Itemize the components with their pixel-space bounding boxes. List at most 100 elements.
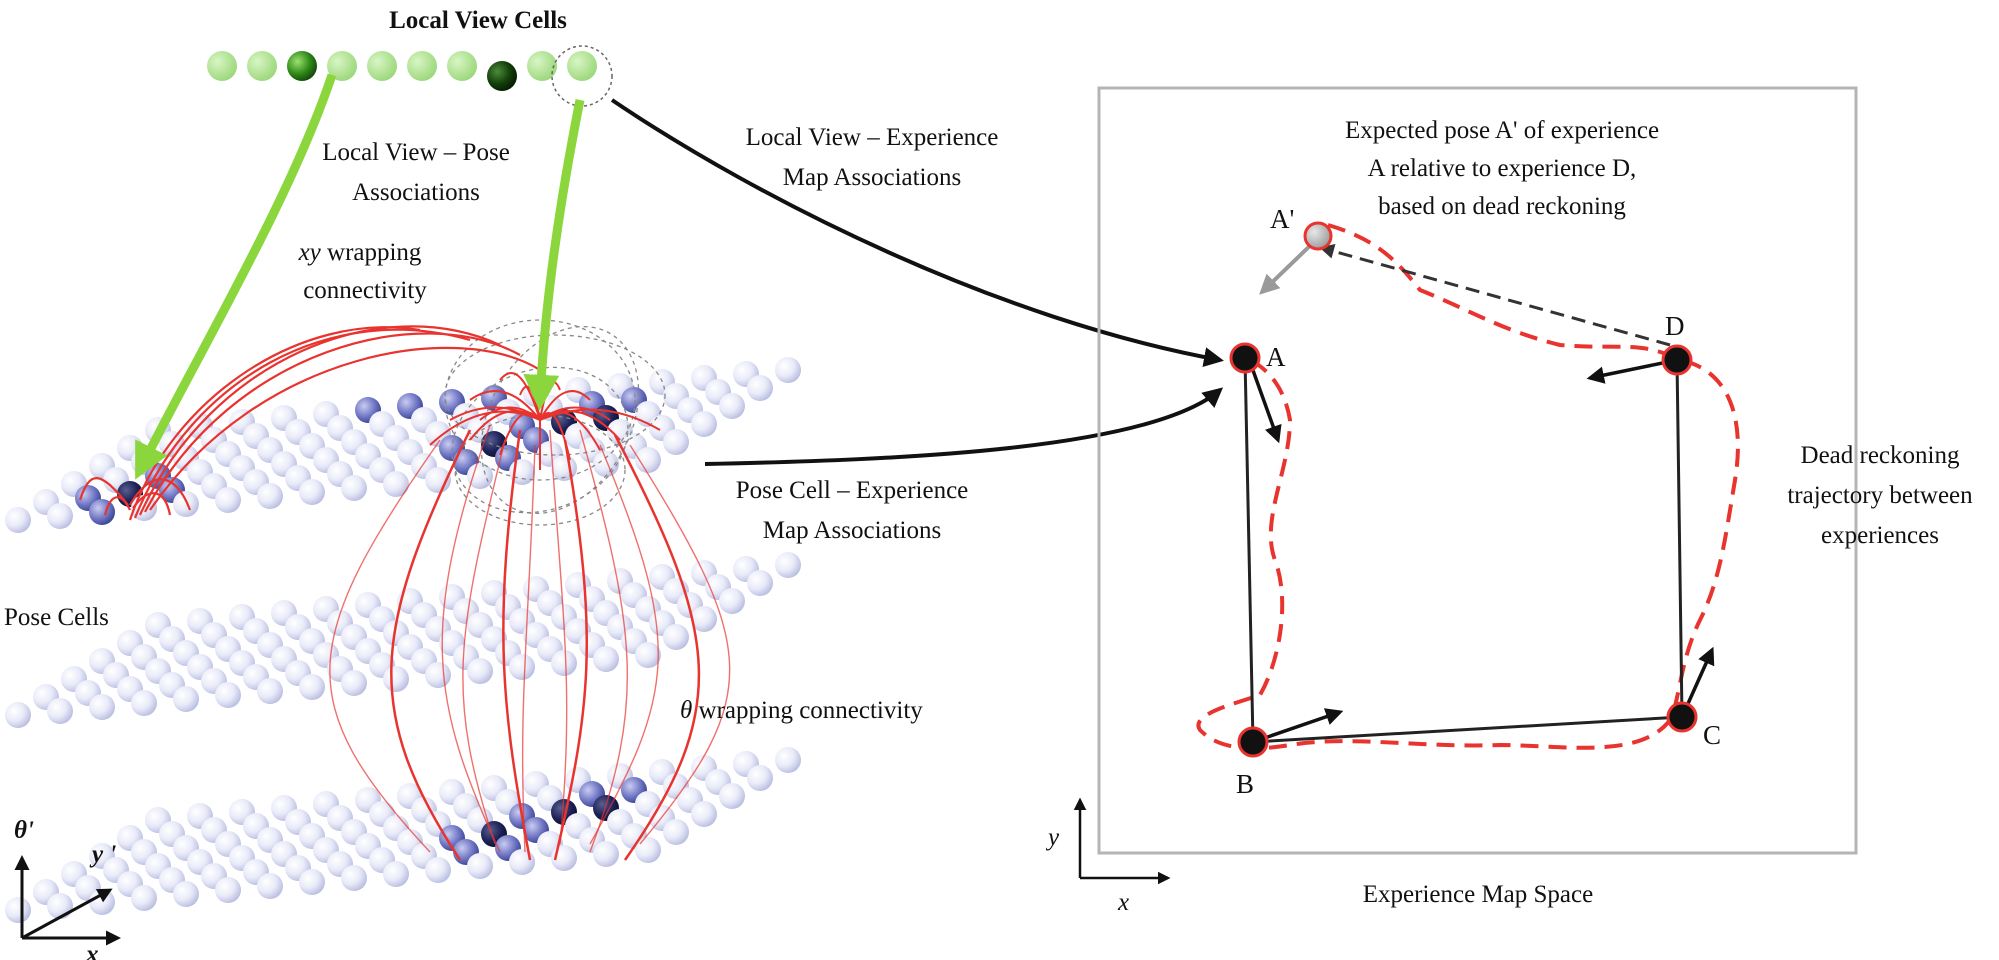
pose-cell: [173, 881, 199, 907]
local-view-cell: [567, 51, 597, 81]
pose-cell: [425, 662, 451, 688]
theta-link: [579, 429, 628, 853]
dead-reckoning-line1: Dead reckoning: [1801, 442, 1960, 469]
packet-link: [539, 408, 661, 431]
theta-link: [441, 424, 501, 853]
pose-cell: [635, 642, 661, 668]
pose-cell: [551, 650, 577, 676]
experience-label-a-prime: A': [1270, 204, 1294, 234]
experience-orientation-arrows: [1248, 358, 1715, 744]
map-axis-y-label: y: [1045, 824, 1060, 851]
experience-node-a: [1229, 342, 1261, 374]
arrow-lv-exp-association: [610, 98, 1224, 367]
pose-cell: [593, 646, 619, 672]
dead-reckoning-line2: trajectory between: [1787, 482, 1973, 509]
pose-cell-active: [89, 499, 115, 525]
pose-cell: [299, 479, 325, 505]
pose-cells-label: Pose Cells: [4, 604, 109, 631]
green-arrow-lv-to-pose-left: [135, 73, 337, 480]
pose-cell: [635, 447, 661, 473]
theta-link: [502, 429, 532, 861]
pose-cell: [47, 698, 73, 724]
pose-cell: [383, 861, 409, 887]
pose-cell: [215, 682, 241, 708]
local-view-cells-title: Local View Cells: [389, 7, 567, 34]
packet-link: [479, 406, 541, 421]
expected-pose-line2: A relative to experience D,: [1368, 155, 1637, 182]
local-view-cell-active: [487, 61, 517, 91]
pose-cell: [747, 375, 773, 401]
active-cell-dashed-ring: [551, 45, 613, 107]
pose-cell: [47, 893, 73, 919]
experience-label-c: C: [1703, 720, 1721, 750]
pose-cell: [691, 411, 717, 437]
theta-link: [521, 444, 536, 853]
experience-node-c: [1666, 701, 1698, 733]
pose-axes: [14, 855, 121, 946]
pose-cell: [747, 570, 773, 596]
a-prime-orientation-arrow: [1259, 238, 1318, 295]
pose-cell: [775, 552, 801, 578]
packet-link: [539, 390, 591, 421]
green-arrow-lv-to-pose-center: [523, 99, 585, 411]
expected-pose-line1: Expected pose A' of experience: [1345, 117, 1659, 144]
experience-map-space-label: Experience Map Space: [1363, 881, 1593, 908]
pose-cell: [663, 429, 689, 455]
theta-link: [613, 434, 701, 861]
pose-cell: [341, 670, 367, 696]
pose-cell: [257, 483, 283, 509]
local-view-cell: [527, 51, 557, 81]
lv-pose-assoc-line2: Associations: [352, 179, 480, 206]
pose-cell: [509, 849, 535, 875]
theta-wrapping-label: θ wrapping connectivity: [680, 697, 923, 724]
xy-wrapping-italic: xy: [298, 239, 322, 266]
pose-cell: [383, 471, 409, 497]
packet-link: [469, 390, 541, 421]
local-view-cell: [407, 51, 437, 81]
pose-cell: [719, 588, 745, 614]
pose-cell: [663, 819, 689, 845]
pose-cell: [5, 507, 31, 533]
lv-exp-assoc-line1: Local View – Experience: [746, 124, 999, 151]
pose-cell: [341, 475, 367, 501]
pose-cell: [341, 865, 367, 891]
xy-wrapping-label-line1: xy wrapping: [298, 239, 422, 266]
theta-link: [462, 439, 506, 845]
pose-cell: [467, 658, 493, 684]
xy-wrapping-label-line2: connectivity: [303, 277, 427, 304]
map-axis-x-label: x: [1117, 889, 1129, 916]
pose-cell: [5, 702, 31, 728]
experience-map-box: [1097, 86, 1858, 855]
local-view-cell: [447, 51, 477, 81]
theta-link: [549, 429, 568, 845]
pose-cell: [691, 801, 717, 827]
pose-cell: [747, 765, 773, 791]
pose-cell: [131, 885, 157, 911]
pose-cell: [691, 606, 717, 632]
pose-cell: [719, 783, 745, 809]
theta-wrapping-rest: wrapping connectivity: [692, 697, 923, 724]
pose-axis-theta-label: θ': [14, 817, 34, 844]
experience-node-d: [1661, 344, 1693, 376]
pose-cell: [5, 897, 31, 923]
packet-link: [539, 410, 621, 441]
pose-cell-layers: [5, 357, 801, 923]
activity-packet-rings: [444, 319, 666, 526]
pose-cell: [131, 690, 157, 716]
packet-link: [539, 412, 571, 461]
pose-cell: [425, 857, 451, 883]
local-view-cell: [207, 51, 237, 81]
dead-reckoning-line3: experiences: [1821, 522, 1939, 549]
theta-wrapping-italic: θ: [680, 697, 692, 724]
pose-cell: [173, 491, 199, 517]
pose-cell: [467, 853, 493, 879]
pose-cell: [173, 686, 199, 712]
pose-axis-x-label: x: [85, 941, 99, 960]
experience-label-b: B: [1236, 769, 1254, 799]
pose-cell: [299, 869, 325, 895]
pose-cell-layer: [5, 357, 801, 533]
local-view-cell: [247, 51, 277, 81]
lv-pose-assoc-line1: Local View – Pose: [322, 139, 510, 166]
pose-cell: [89, 694, 115, 720]
theta-link: [390, 429, 472, 861]
